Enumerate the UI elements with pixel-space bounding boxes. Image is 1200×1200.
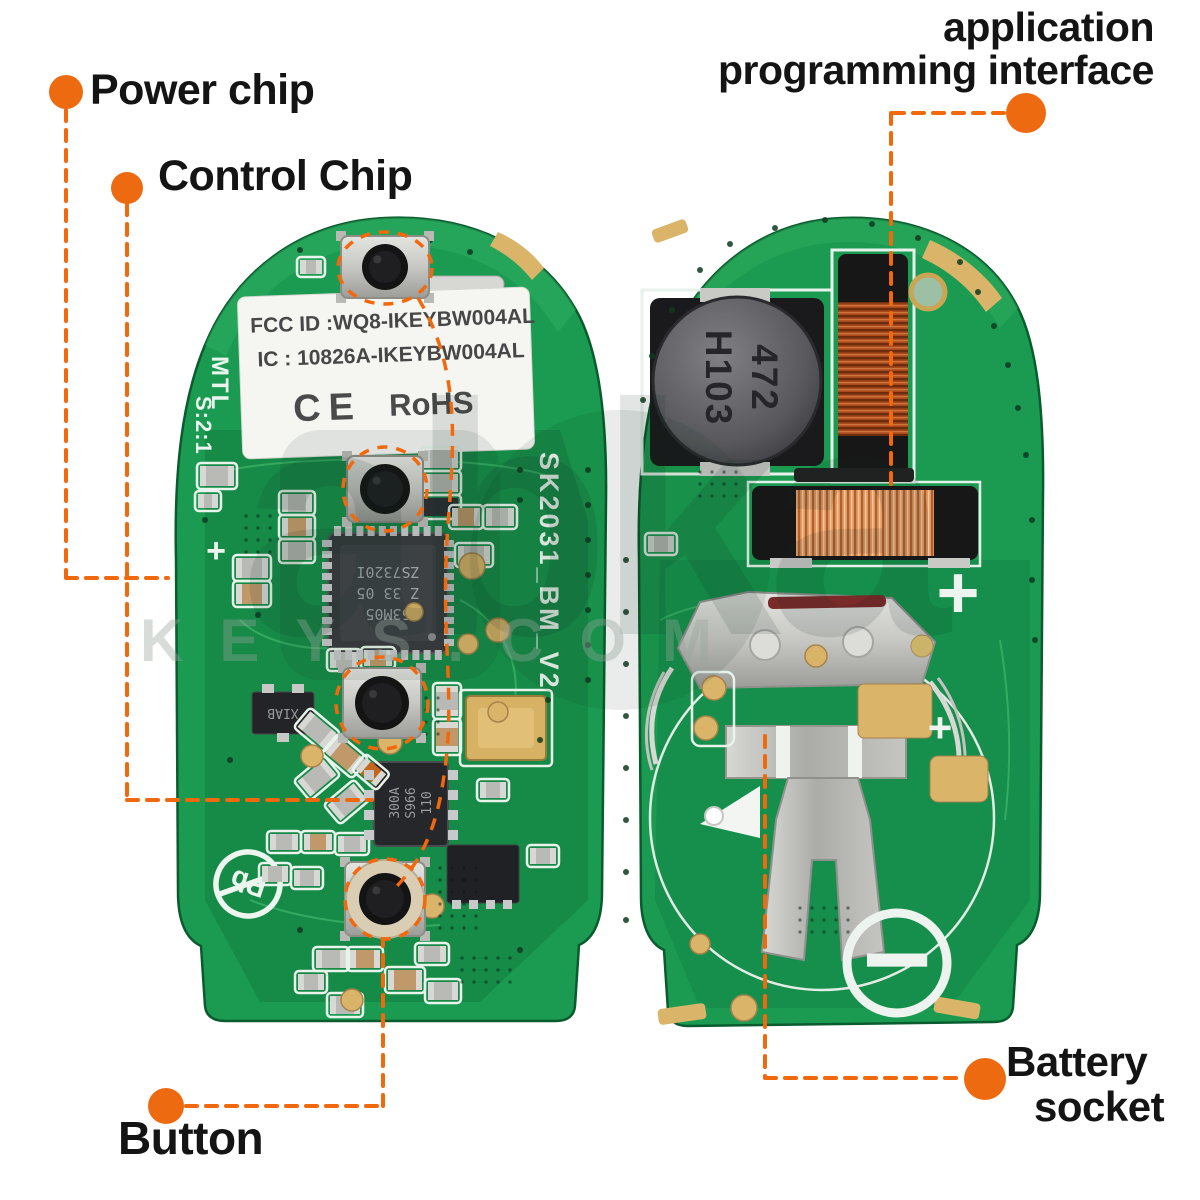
power-chip-marking-1: 53M05 — [365, 605, 410, 623]
fcc-label: FCC ID :WQ8-IKEYBW004AL IC : 10826A-IKEY… — [237, 286, 535, 460]
battery-socket-label-line1: Battery — [1006, 1038, 1148, 1085]
inductor-component: 472 H103 — [640, 288, 834, 476]
inductor-marking-1: 472 — [744, 344, 785, 412]
power-chip-label: Power chip — [90, 66, 315, 114]
power-chip-marking-2: Z 33 05 — [356, 584, 419, 602]
rohs-mark: RoHS — [389, 385, 475, 423]
control-chip-marking-1: 300A — [388, 787, 403, 818]
power-chip-dot — [49, 75, 83, 109]
api-dot — [1006, 93, 1046, 133]
control-chip-label: Control Chip — [158, 152, 413, 200]
inductor-marking-2: H103 — [698, 330, 739, 426]
api-label-line1: application — [943, 4, 1154, 50]
plus-mark-large: + — [936, 551, 979, 634]
minus-symbol: − — [862, 892, 932, 1026]
via-holes — [202, 217, 1038, 953]
button-dot — [148, 1088, 184, 1124]
plus-mark-left-board: + — [206, 532, 226, 570]
tactile-button — [336, 231, 434, 303]
api-label-line2: programming interface — [717, 47, 1155, 94]
tactile-button — [338, 663, 426, 743]
soic-component — [446, 844, 520, 904]
tactile-button — [340, 857, 430, 941]
plus-mark-small: + — [928, 704, 953, 751]
power-chip-component: 53M05 Z 33 05 ZS7320I — [327, 532, 449, 654]
ce-mark: CE — [292, 386, 362, 430]
minus-mark: − — [842, 892, 952, 1026]
sot23-marking: XIAB — [267, 705, 298, 720]
control-chip-marking-2: S966 — [404, 787, 419, 818]
control-chip-dot — [111, 172, 143, 204]
button-label: Button — [118, 1112, 264, 1164]
battery-socket-label-line2: socket — [1034, 1082, 1165, 1130]
crystal-component — [458, 688, 554, 768]
api-label: application programming interface — [717, 4, 1155, 94]
battery-socket-dot — [964, 1058, 1006, 1100]
tactile-button — [342, 451, 428, 527]
silkscreen-ratio: S:2:1 — [191, 396, 216, 455]
board-id-text: SK2031_BM_V2 — [534, 452, 564, 691]
power-chip-marking-3: ZS7320I — [356, 563, 419, 581]
horizontal-coil-component — [746, 468, 982, 568]
control-chip-marking-3: 110 — [420, 791, 435, 814]
battery-socket-label: Battery socket — [1006, 1038, 1165, 1130]
